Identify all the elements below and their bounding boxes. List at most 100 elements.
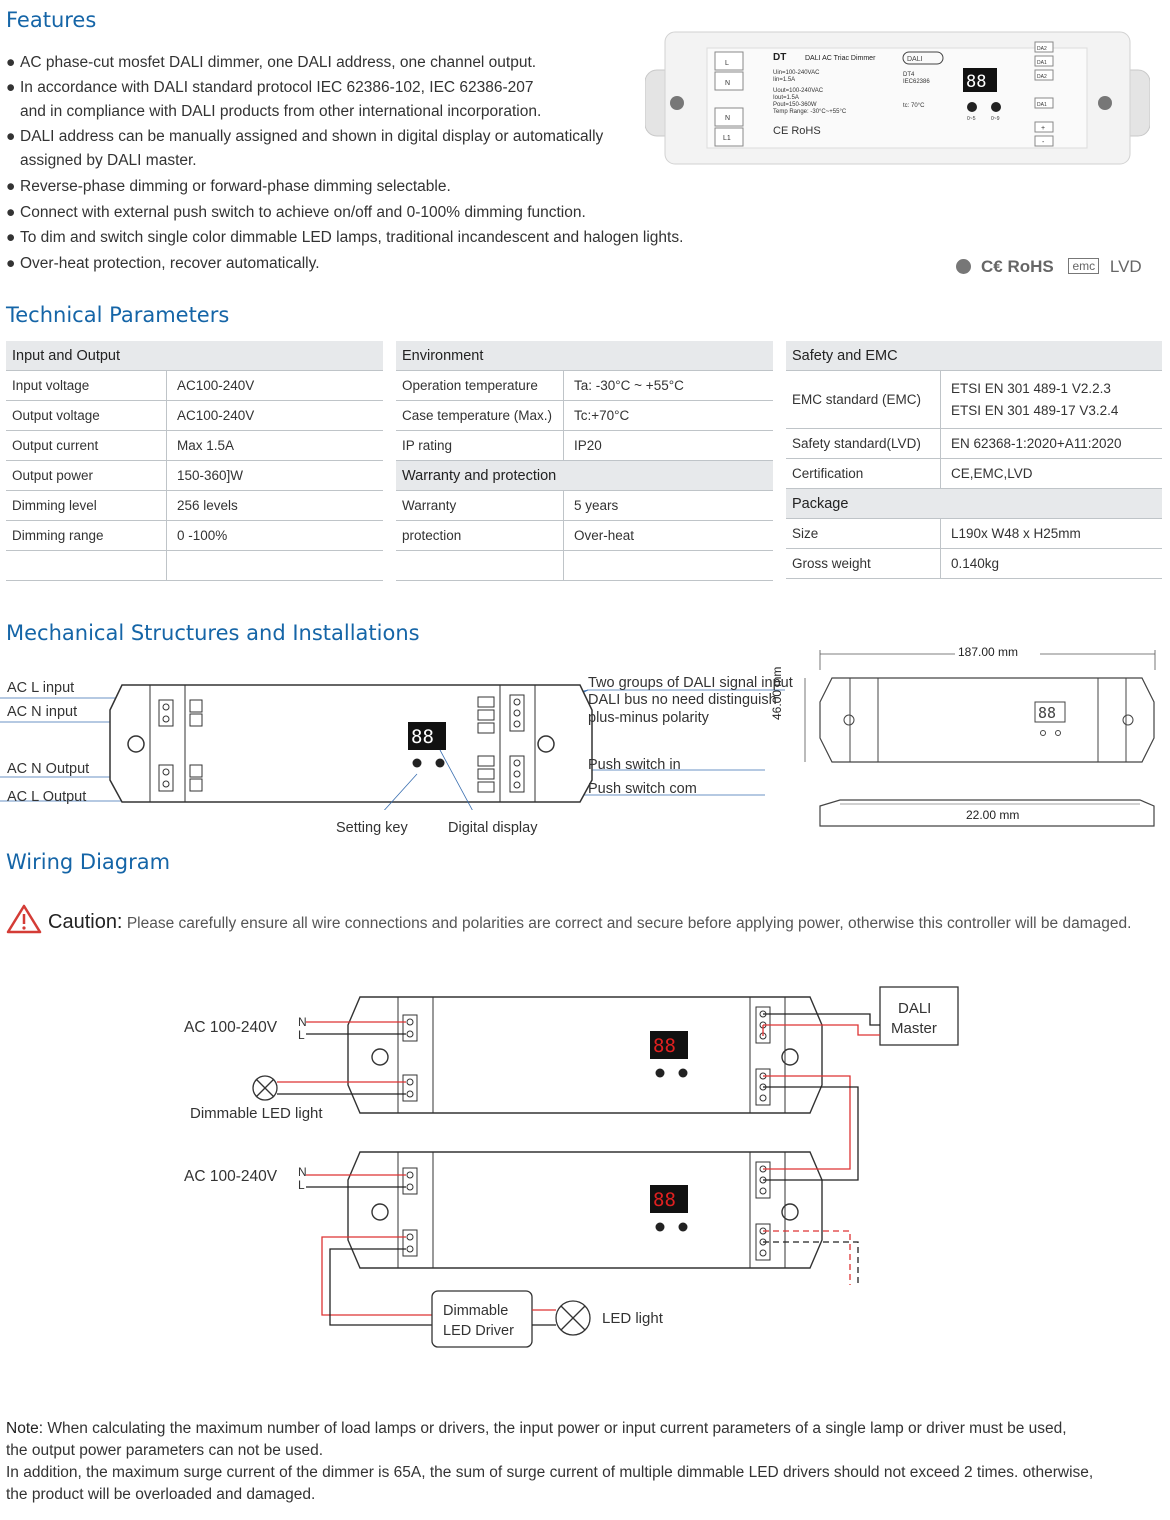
param-value: Over-heat <box>563 520 773 551</box>
param-label: Output power <box>6 460 167 491</box>
emc-standard-2: ETSI EN 301 489-17 V3.2.4 <box>951 402 1119 418</box>
param-label: EMC standard (EMC) <box>786 370 941 429</box>
live-label: L <box>298 1028 305 1042</box>
certification-icon <box>956 259 971 274</box>
digital-display: 88 <box>653 1035 676 1057</box>
digital-display: 88 <box>966 72 986 92</box>
param-label: Output voltage <box>6 400 167 431</box>
label-digital-display: Digital display <box>448 820 538 836</box>
feature-bullet-continued: assigned by DALI master. <box>20 152 197 169</box>
table-header: Package <box>786 488 1162 519</box>
label-push-switch-in: Push switch in <box>588 757 681 773</box>
label-ac-n-input: AC N input <box>7 704 78 720</box>
features-title: Features <box>6 8 97 32</box>
param-label: Case temperature (Max.) <box>396 400 564 431</box>
dt-label: DT4 <box>903 72 915 78</box>
param-label: Gross weight <box>786 548 941 579</box>
label-polarity: plus-minus polarity <box>588 710 709 726</box>
feature-bullet: ●To dim and switch single color dimmable… <box>6 229 684 246</box>
key-label: 0~5 <box>967 116 976 122</box>
terminal-label: DA2 <box>1037 46 1047 52</box>
model-label: DT <box>773 52 786 63</box>
param-label: protection <box>396 520 564 551</box>
product-name-label: DALI AC Triac Dimmer <box>805 55 876 62</box>
param-value: 256 levels <box>166 490 383 521</box>
param-label: IP rating <box>396 430 564 461</box>
table-header: Warranty and protection <box>396 460 773 491</box>
label-dali-bus: DALI bus no need distinguish <box>588 692 777 708</box>
terminal-label: + <box>1041 125 1045 132</box>
spec-line: Iin=1.5A <box>773 77 795 83</box>
spec-line: Temp Range: -30°C~+55°C <box>773 109 847 115</box>
neutral-label: N <box>298 1015 307 1029</box>
spec-line: Uout=100-240VAC <box>773 88 824 94</box>
param-label: Certification <box>786 458 941 489</box>
note-line: the product will be overloaded and damag… <box>6 1486 316 1503</box>
certification-marks: C€ RoHS emc LVD <box>956 257 1142 277</box>
param-value: 0 -100% <box>166 520 383 551</box>
param-value: EN 62368-1:2020+A11:2020 <box>940 428 1162 459</box>
param-value: CE,EMC,LVD <box>940 458 1162 489</box>
key-label: 0~9 <box>991 116 1000 122</box>
wiring-title: Wiring Diagram <box>6 850 171 874</box>
param-label: Safety standard(LVD) <box>786 428 941 459</box>
feature-bullet-continued: and in compliance with DALI products fro… <box>20 103 542 120</box>
emc-mark: emc <box>1068 258 1100 274</box>
spec-line: Uin=100-240VAC <box>773 70 820 76</box>
feature-bullet: ●In accordance with DALI standard protoc… <box>6 79 534 96</box>
feature-bullet: ●Reverse-phase dimming or forward-phase … <box>6 178 451 195</box>
spec-line: Iout=1.5A <box>773 95 799 101</box>
dimmable-led-light-label: Dimmable LED light <box>190 1105 323 1122</box>
table-row <box>396 550 773 581</box>
feature-bullet: ●Over-heat protection, recover automatic… <box>6 255 320 272</box>
led-light-label: LED light <box>602 1310 663 1327</box>
param-value: 5 years <box>563 490 773 521</box>
driver-label-2: LED Driver <box>443 1323 514 1339</box>
terminal-label: DA1 <box>1037 60 1047 66</box>
label-setting-key: Setting key <box>336 820 408 836</box>
warning-icon <box>6 904 42 939</box>
feature-bullet: ●DALI address can be manually assigned a… <box>6 128 604 145</box>
param-value: 0.140kg <box>940 548 1162 579</box>
dimension-drawing: 88 <box>804 650 1156 827</box>
terminal-label: DA2 <box>1037 74 1047 80</box>
note-line: When calculating the maximum number of l… <box>47 1420 1067 1437</box>
display-outline: 88 <box>1038 704 1056 722</box>
dali-logo: DALI <box>907 56 923 63</box>
safety-table: Safety and EMC EMC standard (EMC) ETSI E… <box>786 341 1162 579</box>
param-value: IP20 <box>563 430 773 461</box>
param-value: Tc:+70°C <box>563 400 773 431</box>
iec-label: IEC62386 <box>903 79 930 85</box>
emc-standard-1: ETSI EN 301 489-1 V2.2.3 <box>951 380 1111 396</box>
caution-line: Caution: Please carefully ensure all wir… <box>6 904 1131 939</box>
label-push-switch-com: Push switch com <box>588 781 697 797</box>
live-label: L <box>298 1178 305 1192</box>
table-row <box>6 550 383 581</box>
terminal-label: N <box>725 80 730 87</box>
setting-key[interactable] <box>967 102 977 112</box>
param-label: Size <box>786 518 941 549</box>
param-value: L190x W48 x H25mm <box>940 518 1162 549</box>
feature-bullet: ●AC phase-cut mosfet DALI dimmer, one DA… <box>6 54 537 71</box>
mechanical-title: Mechanical Structures and Installations <box>6 621 420 645</box>
param-label <box>396 550 564 581</box>
param-label: Warranty <box>396 490 564 521</box>
neutral-label: N <box>298 1165 307 1179</box>
technical-title: Technical Parameters <box>6 303 230 327</box>
label-ac-l-input: AC L input <box>7 680 75 696</box>
note: Note: When calculating the maximum numbe… <box>6 1418 1156 1506</box>
setting-key[interactable] <box>991 102 1001 112</box>
note-lead: Note: <box>6 1420 44 1437</box>
ac-input-label: AC 100-240V <box>184 1168 278 1185</box>
terminal-label: N <box>725 115 730 122</box>
